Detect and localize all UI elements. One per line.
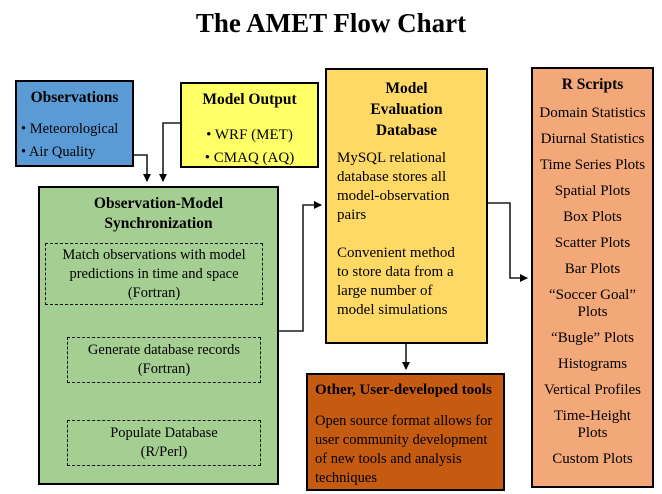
observations-item-meteorological: • Meteorological [21,121,119,137]
r-scripts-box: R Scripts Domain Statistics Diurnal Stat… [531,67,654,488]
r-script-item-domain-statistics: Domain Statistics [539,105,646,121]
evaluation-database-title: Model Evaluation Database [370,80,443,139]
r-script-item-soccer-goal-plots: “Soccer Goal” Plots [548,287,637,320]
arrow-observations-to-sync [133,154,151,182]
r-script-item-bugle-plots: “Bugle” Plots [551,330,634,346]
r-script-item-time-height-plots: Time-Height Plots [554,408,631,441]
observations-box: Observations • Meteorological • Air Qual… [15,80,134,167]
r-script-item-custom-plots: Custom Plots [552,451,633,467]
arrow-sync-to-database [279,201,322,332]
step-populate-database: Populate Database (R/Perl) [67,420,261,466]
database-paragraph-mysql: MySQL relational database stores all mod… [337,150,450,223]
page-title: The AMET Flow Chart [195,8,467,38]
database-paragraph-convenient: Convenient method to store data from a l… [337,245,455,318]
step-generate-records: Generate database records (Fortran) [67,337,261,383]
evaluation-database-box: Model Evaluation Database MySQL relation… [325,68,488,344]
model-output-item-cmaq: • CMAQ (AQ) [204,150,295,166]
r-script-item-diurnal-statistics: Diurnal Statistics [540,131,645,147]
r-script-item-box-plots: Box Plots [563,209,622,225]
step-match-observations: Match observations with model prediction… [45,243,263,305]
arrow-model-output-to-sync [159,122,180,182]
other-tools-body: Open source format allows for user commu… [315,413,493,486]
model-output-box: Model Output • WRF (MET) • CMAQ (AQ) [180,82,319,168]
model-output-item-wrf: • WRF (MET) [206,127,293,143]
other-tools-title: Other, User-developed tools [315,382,492,398]
r-script-item-time-series-plots: Time Series Plots [539,157,646,173]
observations-title: Observations [30,89,119,106]
r-script-item-vertical-profiles: Vertical Profiles [543,382,642,398]
observations-item-air-quality: • Air Quality [21,144,96,160]
synchronization-box: Observation-Model Synchronization Match … [38,186,279,485]
r-scripts-list: Domain Statistics Diurnal Statistics Tim… [533,105,652,468]
model-output-title: Model Output [202,91,297,108]
arrow-database-to-rscripts [488,202,528,282]
synchronization-title: Observation-Model Synchronization [93,195,224,232]
r-script-item-bar-plots: Bar Plots [564,261,621,277]
r-script-item-scatter-plots: Scatter Plots [554,235,631,251]
r-script-item-histograms: Histograms [557,356,628,372]
r-script-item-spatial-plots: Spatial Plots [554,183,631,199]
other-tools-box: Other, User-developed tools Open source … [306,373,505,491]
r-scripts-title: R Scripts [561,76,624,93]
